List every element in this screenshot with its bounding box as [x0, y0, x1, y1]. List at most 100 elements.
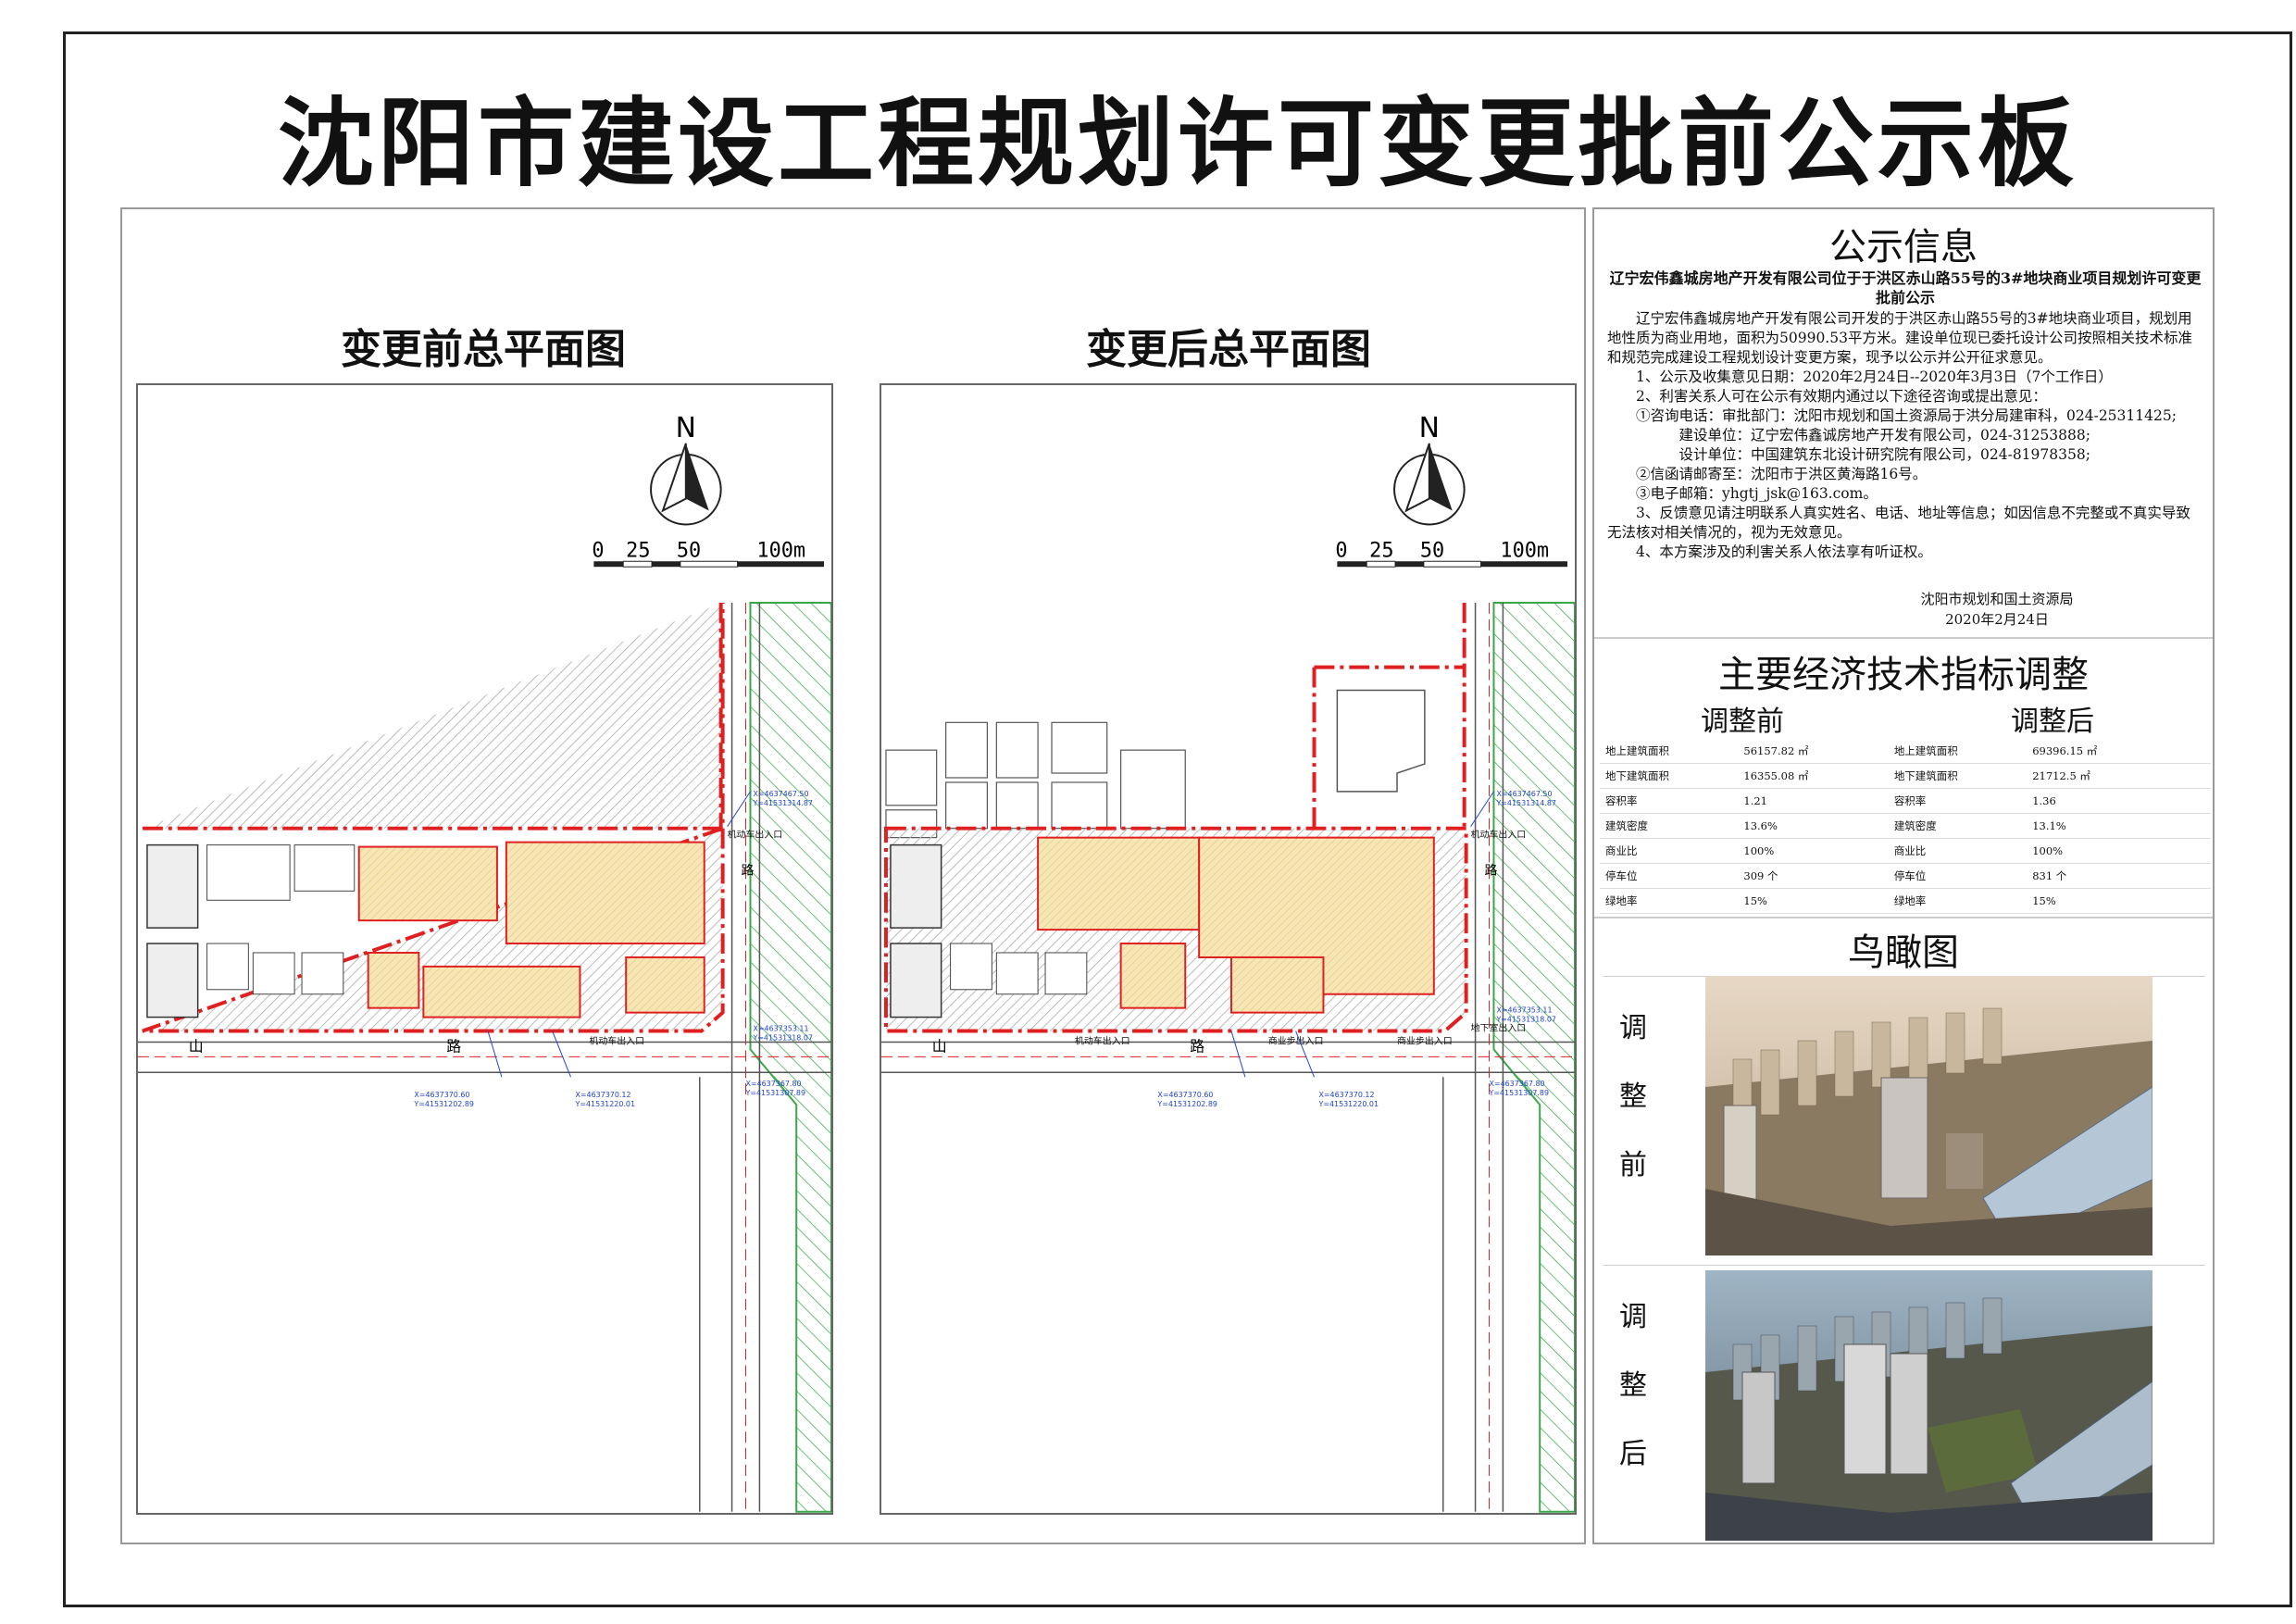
- kpi-name-after: 地下建筑面积: [1888, 763, 2028, 789]
- notice-item-3: 3、反馈意见请注明联系人真实姓名、电话、地址等信息；如因信息不完整或不真实导致无…: [1607, 505, 2190, 541]
- scale-100m: 100m: [756, 539, 805, 562]
- scale-0: 0: [1335, 539, 1347, 562]
- after-coord-d: Y=41531318.07: [1495, 1016, 1556, 1024]
- notice-item-2-2: 建设单位：辽宁宏伟鑫诚房地产开发有限公司，024-31253888;: [1678, 427, 2090, 443]
- road-label-shan: 山: [189, 1037, 204, 1055]
- notice-item-4: 4、本方案涉及的利害关系人依法享有听证权。: [1636, 543, 1932, 560]
- before-entry-top: 机动车出入口: [728, 829, 783, 841]
- before-map-title: 变更前总平面图: [341, 326, 626, 373]
- kpi-value-after: 100%: [2027, 838, 2211, 864]
- kpi-name-after: 商业比: [1888, 838, 2028, 864]
- before-coord-g: X=4637370.12: [575, 1091, 630, 1099]
- road-label-lu: 路: [1190, 1037, 1204, 1055]
- notice-item-2-3: 设计单位：中国建筑东北设计研究院有限公司，024-81978358;: [1678, 446, 2090, 463]
- notice-text: 辽宁宏伟鑫城房地产开发有限公司位于于洪区赤山路55号的3#地块商业项目规划许可变…: [1607, 269, 2203, 562]
- kpi-value-after: 831 个: [2027, 863, 2211, 889]
- before-coord-f: Y=41531202.89: [413, 1100, 474, 1108]
- kpi-value-after: 13.1%: [2027, 813, 2211, 839]
- after-coord-e: X=4637370.60: [1157, 1091, 1213, 1099]
- scale-50: 50: [1420, 539, 1444, 562]
- before-coord-b: Y=41531314.87: [752, 799, 813, 807]
- kpi-value-before: 56157.82 ㎡: [1738, 739, 1889, 764]
- notice-body: 辽宁宏伟鑫城房地产开发有限公司开发的于洪区赤山路55号的3#地块商业项目，规划用…: [1607, 310, 2192, 366]
- notice-item-2-5: ③电子邮箱：yhgtj_jsk@163.com。: [1636, 485, 1878, 502]
- aerial-after-image: [1705, 1270, 2153, 1541]
- after-entry-bottom: 机动车出入口: [1075, 1034, 1130, 1046]
- north-letter: N: [676, 412, 696, 444]
- before-coord-d: Y=41531318.07: [752, 1033, 813, 1042]
- kpi-value-before: 16355.08 ㎡: [1738, 763, 1889, 789]
- kpi-section-title: 主要经济技术指标调整: [1718, 654, 2089, 696]
- kpi-name-after: 容积率: [1888, 788, 2028, 814]
- notice-item-2-4: ②信函请邮寄至：沈阳市于洪区黄海路16号。: [1636, 466, 1928, 482]
- kpi-name-after: 停车位: [1888, 863, 2028, 889]
- kpi-value-after: 69396.15 ㎡: [2027, 739, 2211, 764]
- kpi-name-before: 商业比: [1600, 838, 1739, 864]
- kpi-value-after: 1.36: [2027, 788, 2211, 814]
- notice-item-2-1: ①咨询电话：审批部门：沈阳市规划和国土资源局于洪分局建审科，024-253114…: [1636, 407, 2177, 424]
- kpi-name-after: 建筑密度: [1888, 813, 2028, 839]
- before-coord-e: X=4637370.60: [414, 1091, 469, 1099]
- residential-blocks: [885, 721, 1186, 839]
- board-title: 沈阳市建设工程规划许可变更批前公示板: [277, 86, 2078, 200]
- scale-50: 50: [677, 539, 701, 562]
- after-site-plan: N 0 25 50 100m: [880, 383, 1577, 1515]
- notice-section-title: 公示信息: [1829, 226, 1978, 269]
- scale-25: 25: [1369, 539, 1393, 562]
- after-coord-h: Y=41531220.01: [1317, 1100, 1379, 1108]
- before-entry-bottom: 机动车出入口: [589, 1034, 644, 1046]
- notice-signature: 沈阳市规划和国土资源局 2020年2月24日: [1872, 589, 2122, 630]
- after-site-plan-drawing: N 0 25 50 100m: [881, 412, 1575, 1513]
- after-coord-i: X=4637367.80: [1489, 1080, 1544, 1088]
- kpi-name-after: 绿地率: [1888, 888, 2028, 914]
- kpi-name-before: 停车位: [1600, 863, 1739, 889]
- aerial-after-label: 调 整 后: [1619, 1301, 1647, 1470]
- kpi-name-before: 地下建筑面积: [1600, 763, 1739, 789]
- aerial-before-label: 调 整 前: [1619, 1012, 1647, 1181]
- kpi-value-after: 21712.5 ㎡: [2027, 763, 2211, 789]
- after-coord-a: X=4637467.50: [1496, 790, 1552, 798]
- kpi-name-after: 地上建筑面积: [1888, 739, 2028, 764]
- scale-25: 25: [626, 539, 650, 562]
- before-coord-h: Y=41531220.01: [574, 1100, 635, 1108]
- kpi-value-before: 13.6%: [1738, 813, 1889, 839]
- after-map-title: 变更后总平面图: [1086, 326, 1371, 373]
- kpi-name-before: 绿地率: [1600, 888, 1739, 914]
- kpi-value-before: 309 个: [1738, 863, 1889, 889]
- before-coord-a: X=4637467.50: [753, 790, 808, 798]
- kpi-before-label: 调整前: [1701, 706, 1784, 738]
- scale-bar: 0 25 50 100m: [592, 539, 825, 568]
- divider: [1594, 637, 2213, 639]
- road-label-lu: 路: [446, 1037, 461, 1055]
- kpi-value-after: 15%: [2027, 888, 2211, 914]
- after-entry-top: 机动车出入口: [1471, 829, 1527, 841]
- scale-0: 0: [592, 539, 604, 562]
- after-coord-b: Y=41531314.87: [1495, 799, 1556, 807]
- after-entry-right: 地下室出入口: [1471, 1022, 1527, 1034]
- road-label-shan: 山: [932, 1037, 947, 1055]
- notice-heading: 辽宁宏伟鑫城房地产开发有限公司位于于洪区赤山路55号的3#地块商业项目规划许可变…: [1609, 269, 2202, 306]
- road-label-lu-vertical: 路: [1485, 863, 1498, 878]
- after-coord-j: Y=41531307.89: [1488, 1089, 1549, 1097]
- before-coord-j: Y=41531307.89: [744, 1089, 805, 1097]
- board-frame: [63, 31, 2292, 1607]
- kpi-name-before: 容积率: [1600, 788, 1739, 814]
- after-coord-c: X=4637353.11: [1496, 1006, 1552, 1015]
- scale-100m: 100m: [1500, 539, 1549, 562]
- after-entry-right2: 商业步出入口: [1397, 1034, 1453, 1046]
- divider: [1594, 917, 2213, 918]
- notice-sign-org: 沈阳市规划和国土资源局: [1920, 591, 2074, 607]
- after-entry-mid: 商业步出入口: [1268, 1034, 1324, 1046]
- north-letter: N: [1419, 412, 1440, 444]
- kpi-value-before: 1.21: [1738, 788, 1889, 814]
- before-coord-i: X=4637367.80: [745, 1080, 801, 1088]
- aerial-section-title: 鸟瞰图: [1848, 931, 1959, 974]
- kpi-after-label: 调整后: [2011, 706, 2094, 738]
- kpi-name-before: 建筑密度: [1600, 813, 1739, 839]
- aerial-before-image: [1705, 976, 2153, 1255]
